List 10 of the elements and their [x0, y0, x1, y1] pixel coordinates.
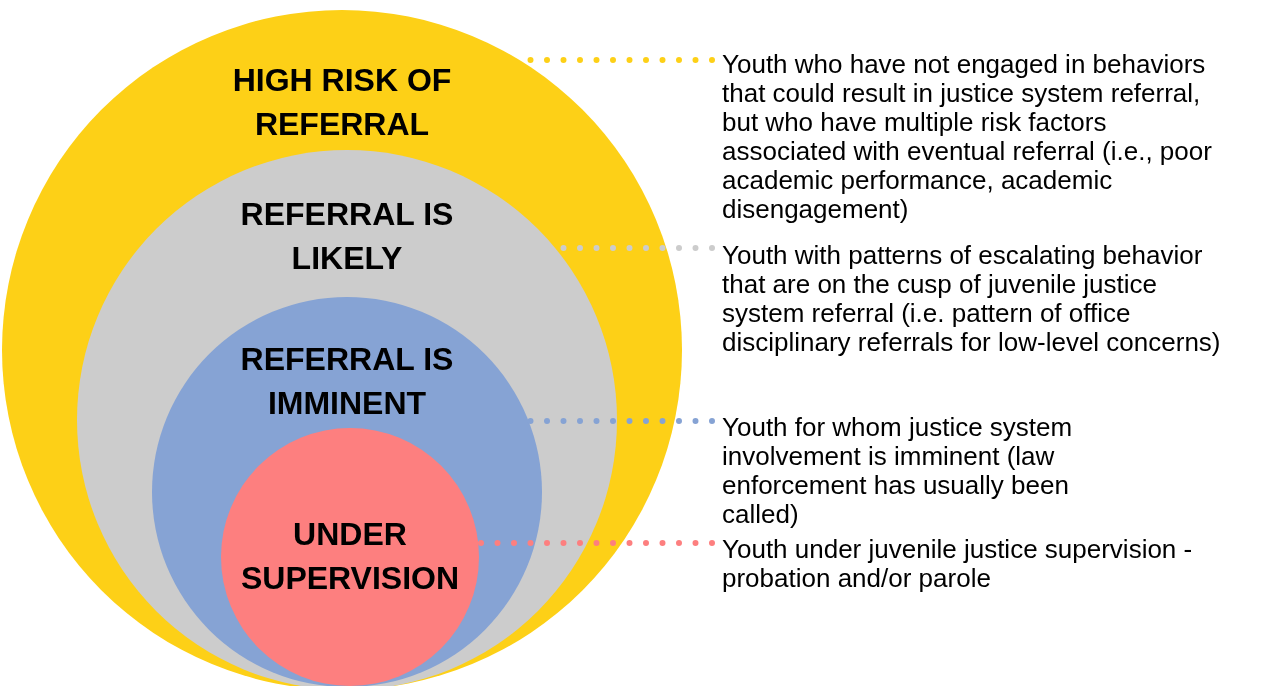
- zone-title: HIGH RISK OF REFERRAL: [231, 61, 453, 144]
- zone-title: REFERRAL IS IMMINENT: [239, 340, 455, 423]
- leader-line: [475, 540, 715, 546]
- zone-title: REFERRAL IS LIKELY: [239, 195, 455, 278]
- description-text: Youth for whom justice system involvement is imminent (law enforcement has usually been called): [722, 413, 1074, 529]
- description-text: Youth with patterns of escalating behavior that are on the cusp of juvenile justice system referral (i.e. pattern of office disciplinary referrals for low-level concerns): [722, 241, 1222, 357]
- zone-title: UNDER SUPERVISION: [239, 515, 461, 598]
- description-text: Youth who have not engaged in behaviors that could result in justice system referral, but who have multiple risk factors associated with eventual referral (i.e., poor academic performance, academic disengagement): [722, 50, 1213, 224]
- leader-line: [525, 418, 715, 424]
- description-text: Youth under juvenile justice supervision - probation and/or parole: [722, 535, 1194, 593]
